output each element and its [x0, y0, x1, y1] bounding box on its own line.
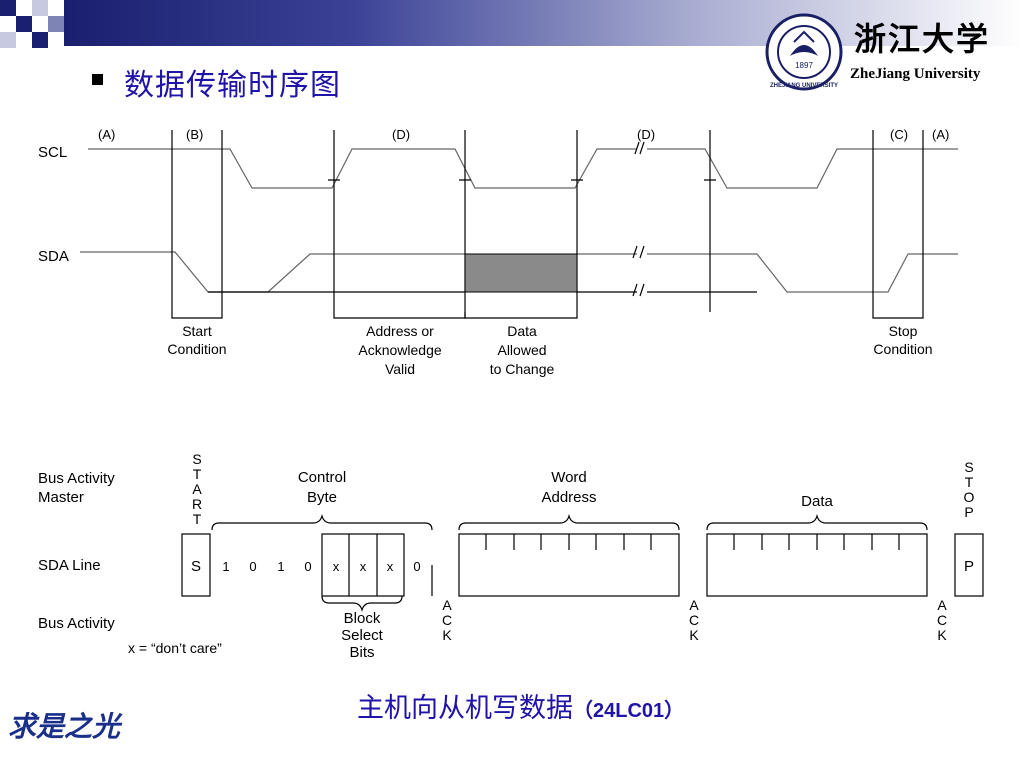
dont-care-note: x = “don’t care” [128, 640, 222, 656]
stop-condition-line2: Condition [873, 341, 932, 357]
slide-title: 数据传输时序图 [124, 68, 341, 103]
ack1-c: C [442, 612, 452, 628]
ack1-k: K [442, 627, 452, 643]
sda-bit-3: 1 [277, 559, 284, 574]
block-select-line1: Block [344, 610, 381, 627]
caption-model: （24LC01） [573, 700, 685, 722]
caption-text: 主机向从机写数据 [357, 693, 573, 724]
start-letter-a: A [192, 481, 202, 497]
block-select-line3: Bits [349, 644, 374, 661]
sda-bit-4: 0 [304, 559, 311, 574]
bus-activity-label: Bus Activity [38, 615, 115, 632]
stop-letter-t: T [965, 474, 974, 490]
ack3-c: C [937, 612, 947, 628]
start-letter-t2: T [193, 511, 202, 527]
stop-condition-line1: Stop [889, 323, 918, 339]
ack2-k: K [689, 627, 699, 643]
data-change-line2: Allowed [497, 342, 546, 358]
signal-label-sda: SDA [38, 248, 69, 265]
start-letter-s: S [192, 451, 201, 467]
address-valid-line3: Valid [385, 361, 415, 377]
phase-label-a-end: (A) [932, 127, 949, 142]
phase-label-a-start: (A) [98, 127, 115, 142]
block-select-line2: Select [341, 627, 384, 644]
word-address-line1: Word [551, 469, 587, 486]
ack2-c: C [689, 612, 699, 628]
title-bullet [92, 74, 103, 85]
start-condition-line2: Condition [167, 341, 226, 357]
header-gradient-bar [64, 0, 1024, 46]
sda-line-label: SDA Line [38, 557, 101, 574]
data-group-label: Data [801, 493, 833, 510]
phase-label-c: (C) [890, 127, 908, 142]
start-letter-r: R [192, 496, 202, 512]
stop-letter-s: S [964, 459, 973, 475]
university-name-en: ZheJiang University [850, 66, 981, 82]
stop-letter-o: O [964, 489, 975, 505]
seal-year: 1897 [795, 61, 813, 70]
sda-bit-start: S [191, 558, 201, 575]
bus-activity-master-line2: Master [38, 489, 84, 506]
phase-label-b: (B) [186, 127, 203, 142]
ack3-a: A [937, 597, 947, 613]
data-change-line1: Data [507, 323, 537, 339]
footer-calligraphy-logo: 求是之光 [8, 710, 121, 743]
diagram-caption: 主机向从机写数据（24LC01） [357, 686, 684, 725]
sda-bit-5: x [333, 559, 340, 574]
university-seal: 1897 ZHEJIANG UNIVERSITY [764, 12, 844, 92]
ack3-k: K [937, 627, 947, 643]
address-valid-line1: Address or [366, 323, 434, 339]
sda-bit-stop: P [964, 558, 974, 575]
sda-bit-6: x [360, 559, 367, 574]
university-name-cn: 浙江大学 [854, 20, 991, 58]
start-letter-t: T [193, 466, 202, 482]
sda-bit-7: x [387, 559, 394, 574]
sda-bit-2: 0 [249, 559, 256, 574]
ack1-a: A [442, 597, 452, 613]
sda-bit-8: 0 [413, 559, 420, 574]
bus-activity-master-line1: Bus Activity [38, 470, 115, 487]
stop-letter-p: P [964, 504, 973, 520]
address-valid-line2: Acknowledge [358, 342, 441, 358]
seal-ring-text: ZHEJIANG UNIVERSITY [770, 83, 838, 89]
control-byte-line1: Control [298, 469, 346, 486]
ack2-a: A [689, 597, 699, 613]
data-change-line3: to Change [490, 361, 555, 377]
sda-bit-1: 1 [222, 559, 229, 574]
control-byte-line2: Byte [307, 489, 337, 506]
signal-label-scl: SCL [38, 144, 67, 161]
word-address-line2: Address [541, 489, 596, 506]
phase-label-d2: (D) [637, 127, 655, 142]
phase-label-d1: (D) [392, 127, 410, 142]
start-condition-line1: Start [182, 323, 212, 339]
